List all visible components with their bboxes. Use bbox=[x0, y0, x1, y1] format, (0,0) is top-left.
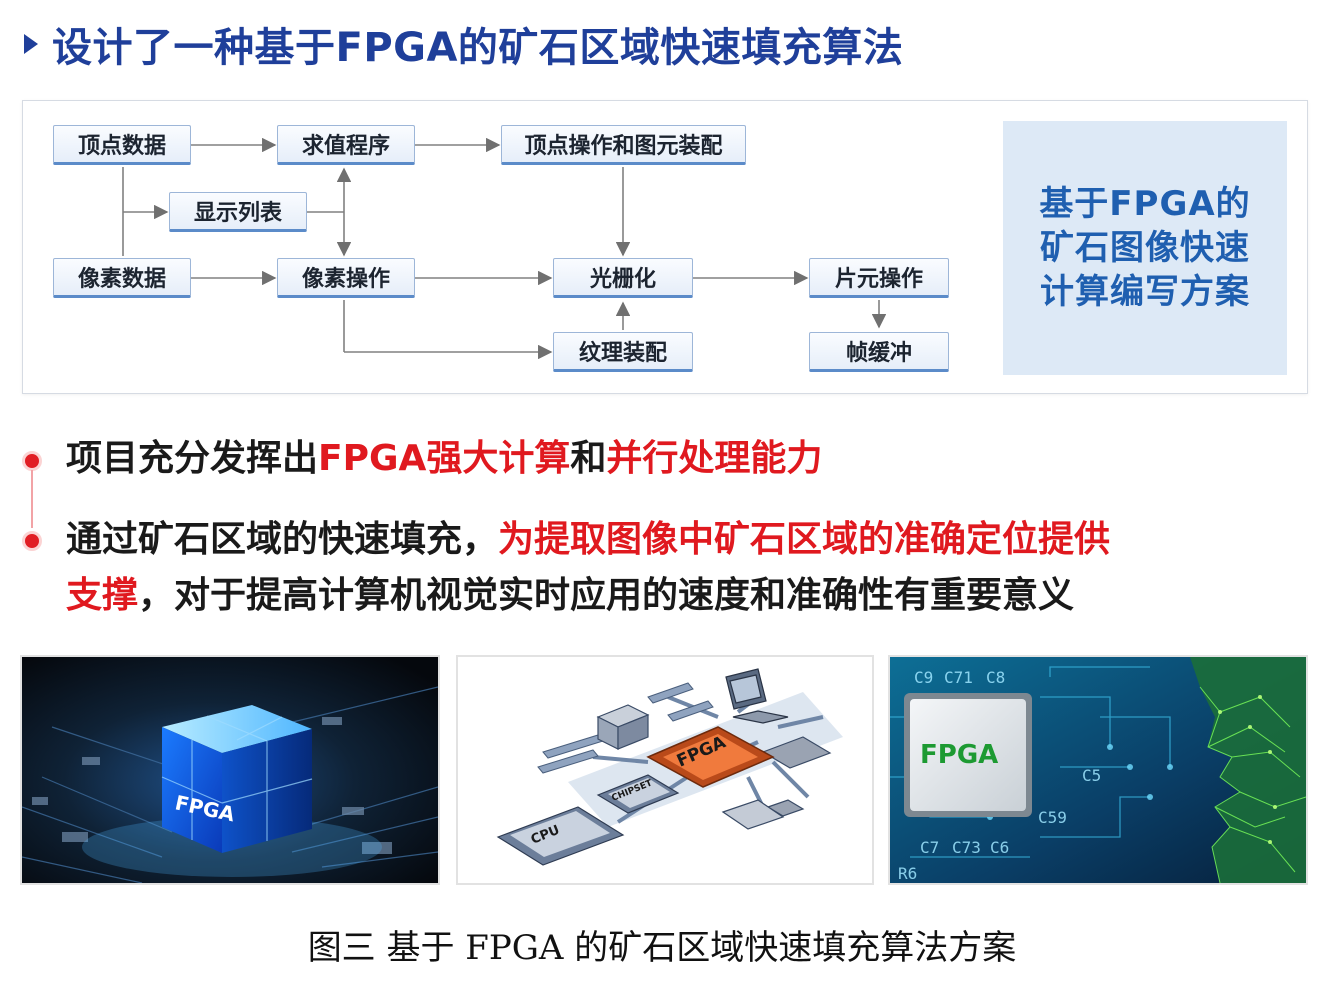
label-c9: C9 bbox=[914, 668, 933, 687]
bullet-2-part-3: 支撑 bbox=[66, 575, 139, 616]
node-pixel-data: 像素数据 bbox=[53, 258, 191, 298]
node-framebuffer: 帧缓冲 bbox=[809, 332, 949, 372]
label-c73: C73 bbox=[952, 838, 981, 857]
label-c7: C7 bbox=[920, 838, 939, 857]
bullet-connector bbox=[31, 470, 33, 528]
label-c8: C8 bbox=[986, 668, 1005, 687]
label-c6: C6 bbox=[990, 838, 1009, 857]
figure-caption: 图三 基于 FPGA 的矿石区域快速填充算法方案 bbox=[307, 928, 1017, 968]
bullet-2-line-2: 支撑，对于提高计算机视觉实时应用的速度和准确性有重要意义 bbox=[66, 570, 1074, 622]
fpga-cube-illustration: FPGA bbox=[22, 657, 438, 883]
bullet-1-part-3: 和 bbox=[570, 438, 607, 479]
slide-title: 设计了一种基于FPGA的矿石区域快速填充算法 bbox=[52, 25, 904, 71]
fpga-scheme-box: 基于FPGA的 矿石图像快速 计算编写方案 bbox=[1003, 121, 1287, 375]
node-evaluator: 求值程序 bbox=[277, 125, 415, 165]
node-fragment-ops: 片元操作 bbox=[809, 258, 949, 298]
node-rasterization: 光栅化 bbox=[553, 258, 693, 298]
fpga-ai-face-illustration: C9 C71 C8 C5 C59 C7 C73 C6 R6 FPGA bbox=[890, 657, 1306, 883]
slide-title-row: 设计了一种基于FPGA的矿石区域快速填充算法 bbox=[24, 14, 903, 74]
fpga-system-illustration: CPU CHIPSET FPGA bbox=[458, 657, 872, 883]
node-pixel-ops: 像素操作 bbox=[277, 258, 415, 298]
label-c59: C59 bbox=[1038, 808, 1067, 827]
label-c5: C5 bbox=[1082, 766, 1101, 785]
bullet-2-part-1: 通过矿石区域的快速填充， bbox=[66, 519, 499, 560]
fpga-ai-face-image: C9 C71 C8 C5 C59 C7 C73 C6 R6 FPGA bbox=[888, 655, 1308, 885]
bullet-1-part-2: FPGA强大计算 bbox=[318, 438, 571, 479]
bullet-2-part-4: ，对于提高计算机视觉实时应用的速度和准确性有重要意义 bbox=[138, 575, 1075, 616]
node-texture-assembly: 纹理装配 bbox=[553, 332, 693, 372]
scheme-line-3: 计算编写方案 bbox=[1040, 272, 1250, 312]
pipeline-diagram-panel: 顶点数据 求值程序 顶点操作和图元装配 显示列表 像素数据 像素操作 光栅化 片… bbox=[22, 100, 1308, 394]
bullet-2-part-2: 为提取图像中矿石区域的准确定位提供 bbox=[498, 519, 1111, 560]
bullet-dot-1 bbox=[22, 451, 42, 471]
node-vertex-data: 顶点数据 bbox=[53, 125, 191, 165]
bullet-2-line-1: 通过矿石区域的快速填充，为提取图像中矿石区域的准确定位提供 bbox=[66, 514, 1110, 566]
fpga-cube-image: FPGA bbox=[20, 655, 440, 885]
pipeline-connectors bbox=[122, 137, 887, 360]
bullet-dot-2 bbox=[22, 531, 42, 551]
bullet-1-part-1: 项目充分发挥出 bbox=[66, 438, 319, 479]
fpga-chip-label-3: FPGA bbox=[920, 740, 998, 770]
label-r6: R6 bbox=[898, 864, 917, 883]
scheme-line-2: 矿石图像快速 bbox=[1040, 228, 1250, 268]
bullet-1-part-4: 并行处理能力 bbox=[606, 438, 823, 479]
scheme-line-1: 基于FPGA的 bbox=[1039, 184, 1251, 224]
label-c71: C71 bbox=[944, 668, 973, 687]
node-vertex-ops: 顶点操作和图元装配 bbox=[501, 125, 746, 165]
bullet-1-text: 项目充分发挥出FPGA强大计算和并行处理能力 bbox=[66, 433, 822, 485]
title-arrow-icon bbox=[24, 34, 38, 54]
fpga-system-image: CPU CHIPSET FPGA bbox=[456, 655, 874, 885]
node-display-list: 显示列表 bbox=[169, 192, 307, 232]
